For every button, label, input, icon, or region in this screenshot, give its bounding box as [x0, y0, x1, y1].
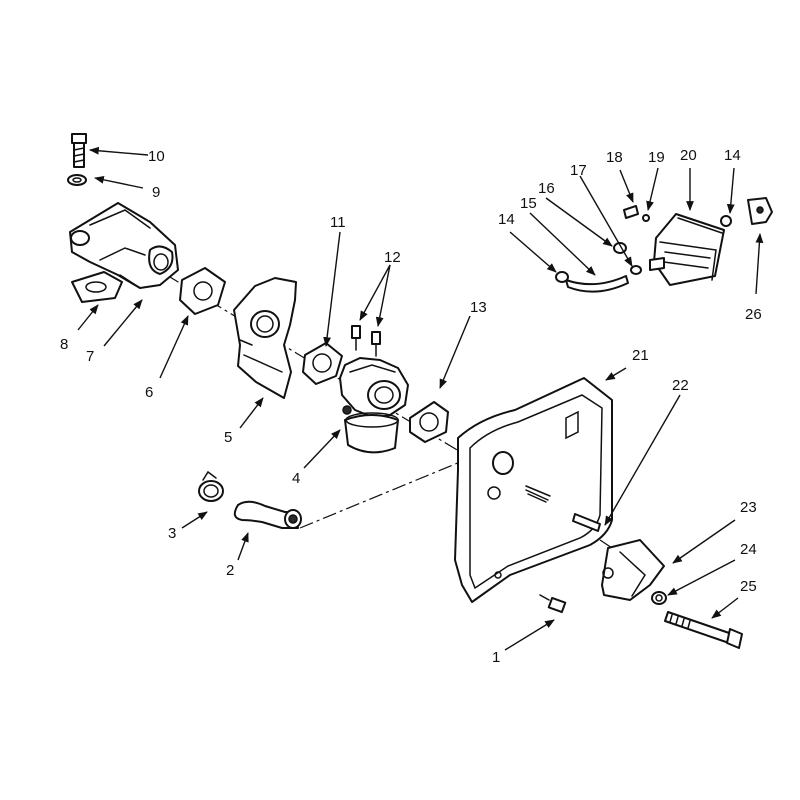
part-4-carburetor	[339, 357, 409, 454]
callout-8: 8	[60, 336, 68, 353]
callout-26: 26	[745, 306, 762, 323]
callout-16: 16	[538, 180, 555, 197]
part-20-fuel-pump	[649, 213, 725, 286]
part-1-screw	[539, 594, 567, 614]
callout-21: 21	[632, 347, 649, 364]
callout-10: 10	[148, 148, 165, 165]
part-14-clamp-right	[720, 215, 732, 227]
part-24-washer	[651, 591, 667, 605]
callout-19: 19	[648, 149, 665, 166]
part-15-fuel-line	[565, 275, 629, 293]
callout-24: 24	[740, 541, 757, 558]
part-10-bolt	[71, 133, 87, 168]
callout-15: 15	[520, 195, 537, 212]
part-26-bracket	[747, 197, 773, 225]
part-3-hose-clamp	[198, 470, 224, 502]
part-7-intake-manifold	[69, 202, 179, 289]
callout-14-left: 14	[498, 211, 515, 228]
callout-7: 7	[86, 348, 94, 365]
part-19-washer	[642, 214, 650, 222]
callout-25: 25	[740, 578, 757, 595]
part-23-bracket	[601, 539, 665, 601]
callout-2: 2	[226, 562, 234, 579]
part-9-washer	[67, 174, 87, 186]
part-16-washer	[630, 265, 642, 275]
callout-20: 20	[680, 147, 697, 164]
callout-3: 3	[168, 525, 176, 542]
callout-5: 5	[224, 429, 232, 446]
callout-22: 22	[672, 377, 689, 394]
callout-9: 9	[152, 184, 160, 201]
callout-14-right: 14	[724, 147, 741, 164]
part-8-gasket	[71, 271, 123, 303]
part-6-gasket	[179, 267, 226, 315]
part-21-air-cleaner-base	[454, 377, 613, 603]
callout-1: 1	[492, 649, 500, 666]
callout-12: 12	[384, 249, 401, 266]
leader-lines	[77, 146, 764, 651]
callout-17: 17	[570, 162, 587, 179]
part-14-clamp-left	[555, 271, 569, 283]
callout-labels: 1 2 3 4 5 6 7 8 9 10 11 12 13 14 15 16 1…	[60, 147, 762, 666]
callout-18: 18	[606, 149, 623, 166]
callout-6: 6	[145, 384, 153, 401]
callout-4: 4	[292, 470, 300, 487]
part-2-elbow-hose	[233, 500, 302, 529]
callout-13: 13	[470, 299, 487, 316]
part-13-gasket	[409, 401, 449, 443]
part-22-stud	[572, 513, 601, 532]
part-5-shield	[233, 277, 297, 399]
callout-11: 11	[330, 214, 346, 231]
part-11-gasket	[302, 342, 343, 385]
callout-23: 23	[740, 499, 757, 516]
part-25-bolt	[664, 611, 743, 649]
part-12-jets	[351, 325, 381, 357]
part-18-fitting	[623, 205, 639, 219]
